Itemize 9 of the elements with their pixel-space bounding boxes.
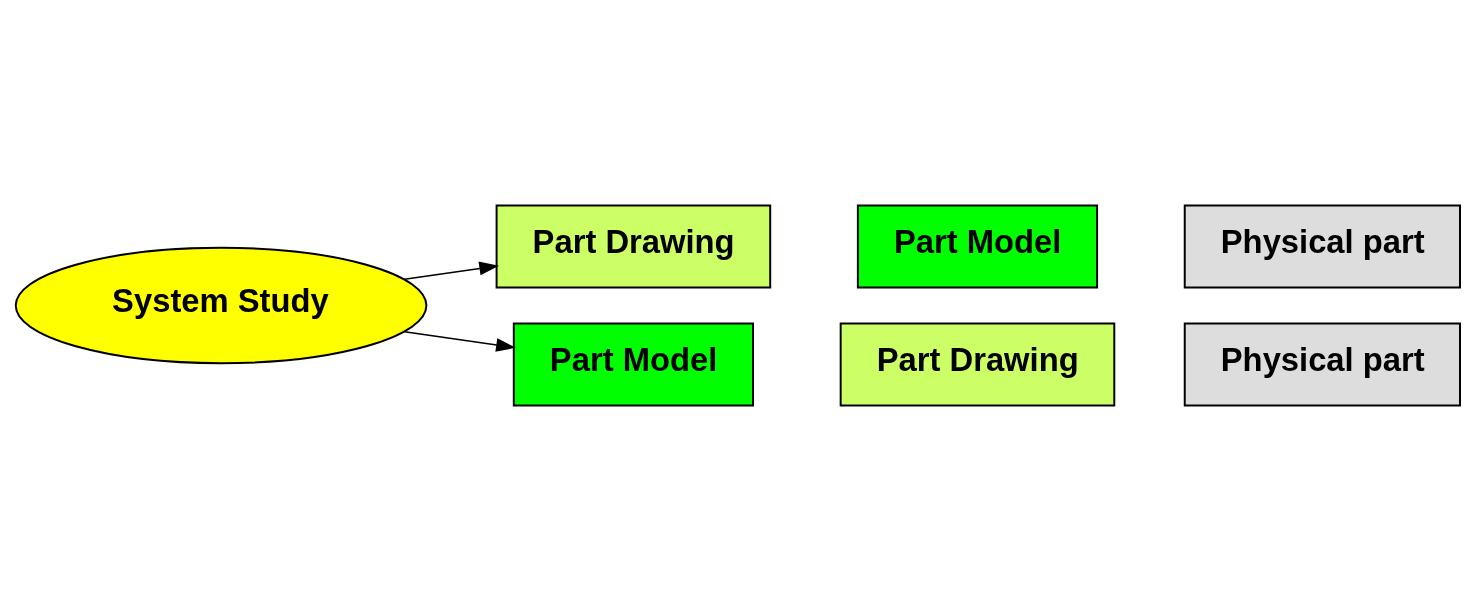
node-box: Part Drawing [495,204,772,289]
node-ellipse: System Study [14,246,428,365]
arrow [403,330,516,352]
node-box: Part Model [512,322,754,407]
node-box: Part Model [856,204,1099,289]
node-box: Part Drawing [839,322,1116,407]
node-box: Physical part [1183,204,1461,289]
node-box: Physical part [1183,322,1461,407]
arrow [403,261,499,281]
